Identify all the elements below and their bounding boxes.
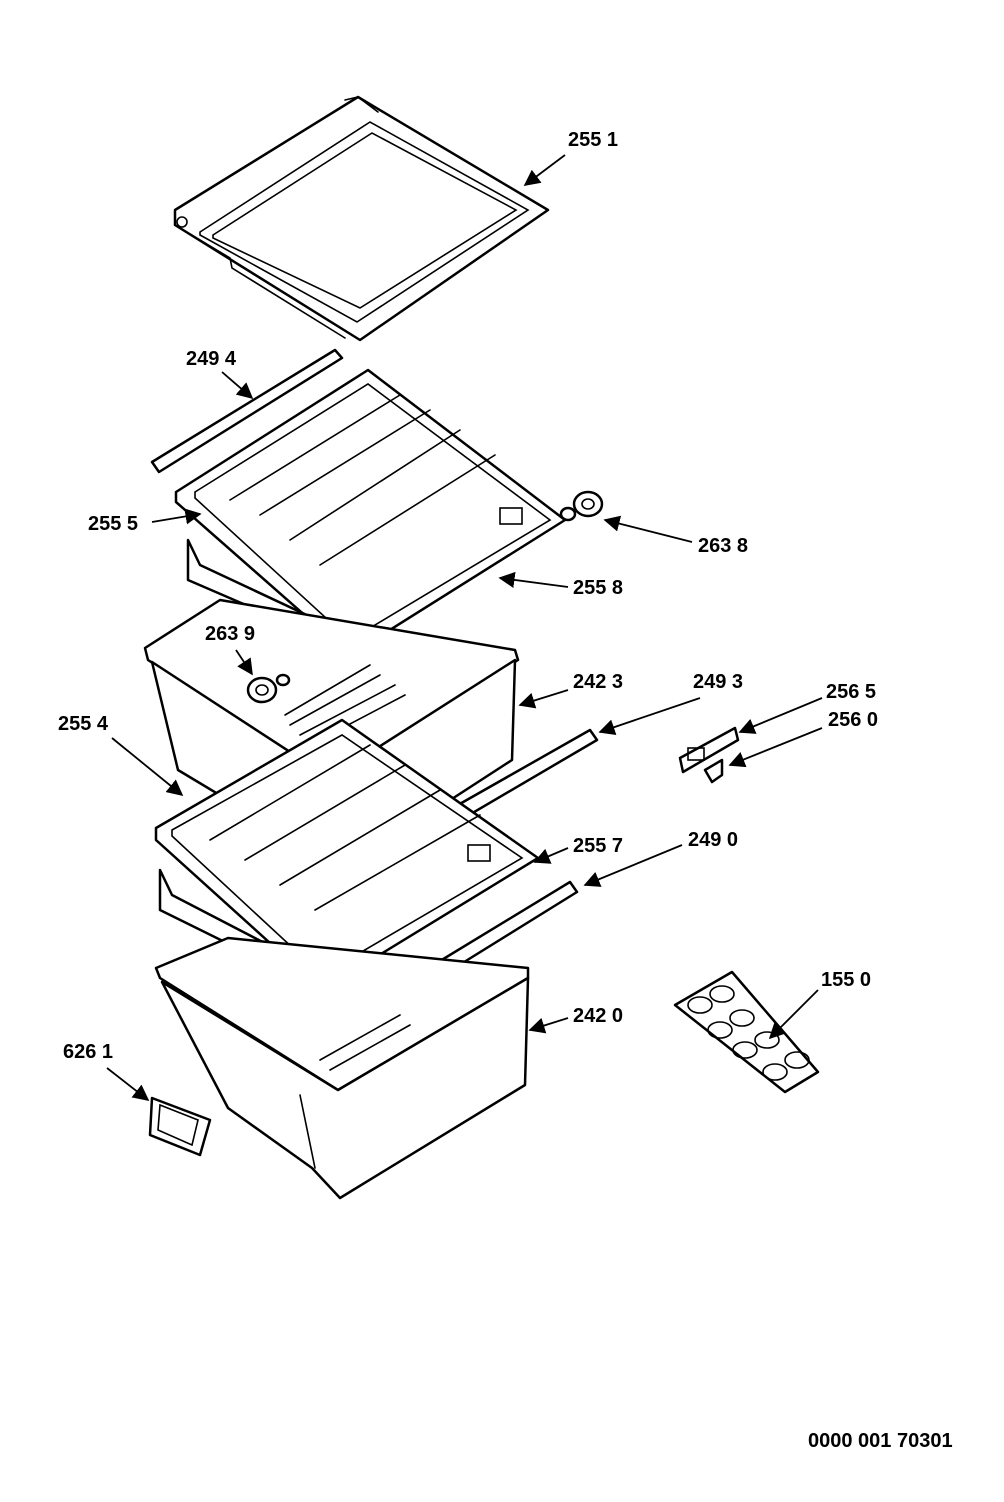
label-249-4: 249 4 — [186, 348, 237, 370]
label-155-0: 155 0 — [821, 969, 871, 991]
label-263-8: 263 8 — [698, 535, 748, 557]
label-242-0: 242 0 — [573, 1005, 623, 1027]
label-255-5: 255 5 — [88, 513, 138, 535]
shelf-frame-top — [173, 95, 550, 342]
label-249-3: 249 3 — [693, 671, 743, 693]
roller-part-2639 — [246, 673, 291, 704]
label-256-5: 256 5 — [826, 681, 876, 703]
label-255-7: 255 7 — [573, 835, 623, 857]
label-255-4: 255 4 — [58, 713, 109, 735]
label-plate — [148, 1096, 212, 1157]
label-249-0: 249 0 — [688, 829, 738, 851]
label-263-9: 263 9 — [205, 623, 255, 645]
label-255-1: 255 1 — [568, 129, 618, 151]
clip-parts-2565-2560 — [678, 726, 740, 784]
label-626-1: 626 1 — [63, 1041, 113, 1063]
label-242-3: 242 3 — [573, 671, 623, 693]
roller-part-2638 — [559, 490, 604, 522]
crisper-drawer-lower — [154, 936, 530, 1200]
label-256-0: 256 0 — [828, 709, 878, 731]
egg-tray — [673, 970, 820, 1094]
label-255-8: 255 8 — [573, 577, 623, 599]
leader-lines — [106, 154, 823, 1101]
trim-strip-upper — [150, 348, 344, 474]
document-code: 0000 001 70301 — [808, 1430, 953, 1452]
